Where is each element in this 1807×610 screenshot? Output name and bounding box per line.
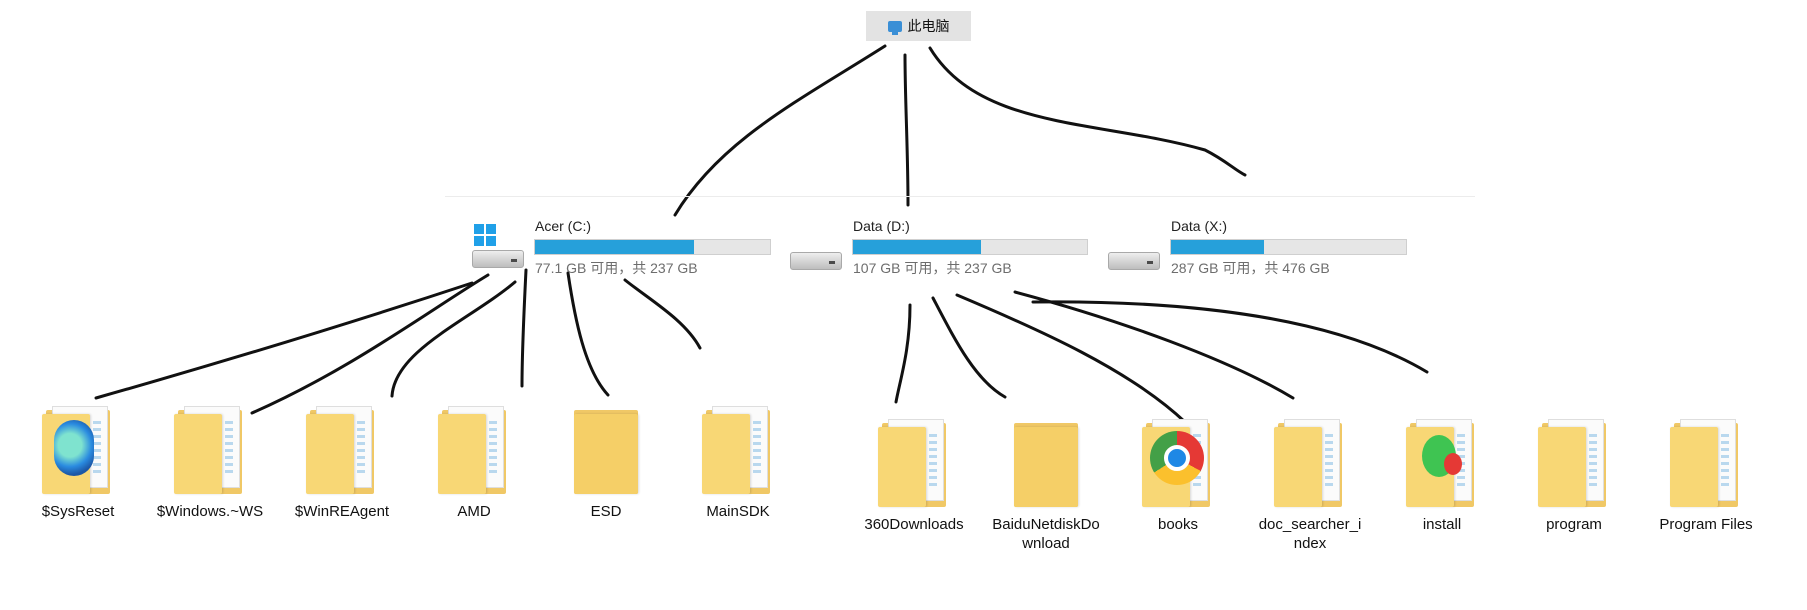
connector-root-x — [928, 46, 1247, 177]
connector-root-c — [673, 44, 887, 217]
folder-winreagent[interactable]: $WinREAgent — [287, 404, 397, 521]
folder-mainsdk[interactable]: MainSDK — [683, 404, 793, 521]
connector-d-360downloads — [894, 303, 912, 404]
connector-d-docsearcher — [1013, 290, 1295, 400]
drive-icon — [1108, 244, 1160, 270]
empty-folder-icon — [570, 404, 642, 494]
root-label: 此电脑 — [907, 18, 950, 34]
folder-icon — [1538, 417, 1610, 507]
folder-360downloads[interactable]: 360Downloads — [859, 417, 969, 534]
folder-icon — [878, 417, 950, 507]
connector-c-windows — [250, 273, 490, 415]
folder-label: MainSDK — [706, 503, 770, 520]
connector-d-baidu — [931, 296, 1007, 399]
connector-c-winreagent — [390, 280, 517, 398]
connector-c-mainsdk — [623, 278, 702, 350]
windows-drive-icon — [472, 224, 524, 268]
folder-icon — [306, 404, 378, 494]
folder-icon — [1670, 417, 1742, 507]
usage-bar — [534, 239, 771, 255]
folder-label: 360Downloads — [864, 516, 964, 533]
folder-amd[interactable]: AMD — [419, 404, 529, 521]
drive-name: Acer (C:) — [535, 218, 591, 234]
usage-bar-fill — [853, 240, 982, 254]
folder-windows-ws[interactable]: $Windows.~WS — [155, 404, 265, 521]
folder-program[interactable]: program — [1519, 417, 1629, 534]
folder-doc-searcher-index[interactable]: doc_searcher_index — [1255, 417, 1365, 553]
folder-label: $SysReset — [41, 503, 115, 520]
drive-name: Data (D:) — [853, 218, 910, 234]
wechat-icon — [1422, 435, 1462, 477]
wechat-folder-icon — [1406, 417, 1478, 507]
root-this-pc[interactable]: 此电脑 — [866, 11, 971, 41]
folder-icon — [702, 404, 774, 494]
connector-c-esd — [566, 271, 610, 397]
chrome-icon — [1150, 431, 1204, 485]
folder-label: AMD — [457, 503, 491, 520]
folder-icon — [438, 404, 510, 494]
edge-folder-icon — [42, 404, 114, 494]
folder-label: program — [1546, 516, 1602, 533]
section-divider — [445, 196, 1475, 197]
folder-label: doc_searcher_index — [1258, 516, 1362, 552]
drive-capacity: 77.1 GB 可用，共 237 GB — [535, 260, 698, 276]
usage-bar-fill — [1171, 240, 1265, 254]
folder-label: BaiduNetdiskDownload — [992, 516, 1100, 552]
folder-esd[interactable]: ESD — [551, 404, 661, 521]
connector-d-install — [1031, 300, 1429, 374]
computer-icon — [887, 20, 902, 35]
drive-capacity: 107 GB 可用，共 237 GB — [853, 260, 1012, 276]
drive-name: Data (X:) — [1171, 218, 1228, 234]
connector-c-amd — [520, 268, 528, 388]
folder-icon — [1274, 417, 1346, 507]
drive-capacity: 287 GB 可用，共 476 GB — [1171, 260, 1330, 276]
folder-label: books — [1157, 516, 1199, 533]
connector-c-sysreset — [94, 281, 474, 400]
chrome-folder-icon — [1142, 417, 1214, 507]
folder-label: ESD — [590, 503, 622, 520]
folder-baidunetdiskdownload[interactable]: BaiduNetdiskDownload — [991, 417, 1101, 553]
folder-books[interactable]: books — [1123, 417, 1233, 534]
folder-program-files[interactable]: Program Files — [1651, 417, 1761, 534]
drive-icon — [790, 244, 842, 270]
folder-label: $WinREAgent — [294, 503, 390, 520]
usage-bar-fill — [535, 240, 694, 254]
empty-folder-icon — [1010, 417, 1082, 507]
usage-bar — [1170, 239, 1407, 255]
folder-label: Program Files — [1659, 516, 1753, 533]
edge-icon — [54, 420, 94, 476]
folder-install[interactable]: install — [1387, 417, 1497, 534]
folder-label: $Windows.~WS — [156, 503, 264, 520]
connector-d-books — [955, 293, 1187, 424]
connector-root-d — [903, 53, 910, 207]
windows-logo-icon — [474, 224, 496, 246]
folder-icon — [174, 404, 246, 494]
folder-sysreset[interactable]: $SysReset — [23, 404, 133, 521]
usage-bar — [852, 239, 1088, 255]
folder-label: install — [1422, 516, 1462, 533]
